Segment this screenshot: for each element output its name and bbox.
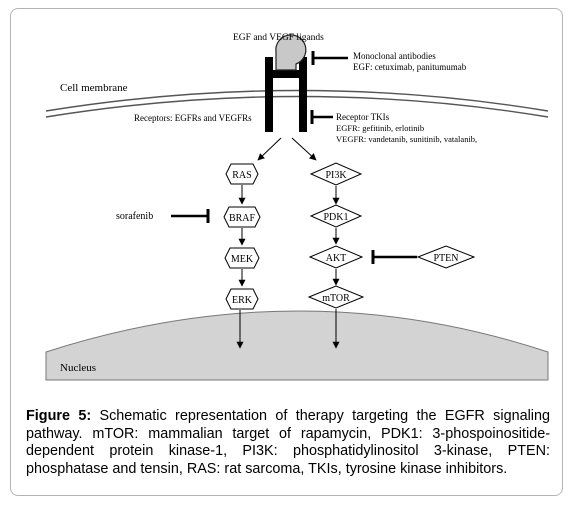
receptors-label: Receptors: EGFRs and VEGFRs [134,113,252,123]
arrow-receptor-to-pi3k [291,137,317,161]
ligand-shape [275,34,307,71]
node-mtor: mTOR [307,285,365,309]
sorafenib-label: sorafenib [116,211,153,222]
nucleus [45,310,549,381]
node-akt-label: AKT [326,253,347,264]
node-ras-label: RAS [232,170,251,181]
figure-caption: Figure 5: Schematic representation of th… [26,408,550,478]
ligands-label: EGF and VEGF ligands [233,33,324,43]
tki-egfr: EGFR: gefitinib, erlotinib [336,123,424,133]
node-pi3k-label: PI3K [325,170,347,181]
arrow-receptor-to-ras [257,137,282,161]
node-akt: AKT [308,245,364,269]
node-pten: PTEN [416,245,476,269]
antibodies-examples: EGF: cetuximab, panitumumab [353,62,467,72]
caption-text: Schematic representation of therapy targ… [26,408,550,477]
node-mek-label: MEK [231,254,254,265]
node-braf: BRAF [223,206,261,228]
tki-label: Receptor TKIs [336,112,390,122]
receptor [265,57,307,132]
cell-membrane-outer [45,89,549,112]
node-pdk1: PDK1 [309,204,363,228]
node-pi3k: PI3K [309,162,363,186]
node-erk-label: ERK [232,295,253,306]
node-mtor-label: mTOR [322,293,350,304]
antibodies-label: Monoclonal antibodies [353,51,436,61]
caption-label: Figure 5: [26,408,92,424]
tki-vegfr: VEGFR: vandetanib, sunitinib, vatalanib, [336,134,477,144]
cell-membrane-inner [45,95,549,118]
node-pdk1-label: PDK1 [323,212,348,223]
figure-frame [10,8,563,496]
node-mek: MEK [224,247,260,269]
node-braf-label: BRAF [229,213,256,224]
nucleus-label: Nucleus [60,362,96,374]
node-ras: RAS [225,163,259,185]
membrane-label: Cell membrane [60,82,128,94]
node-erk: ERK [225,288,259,310]
node-pten-label: PTEN [434,253,459,264]
